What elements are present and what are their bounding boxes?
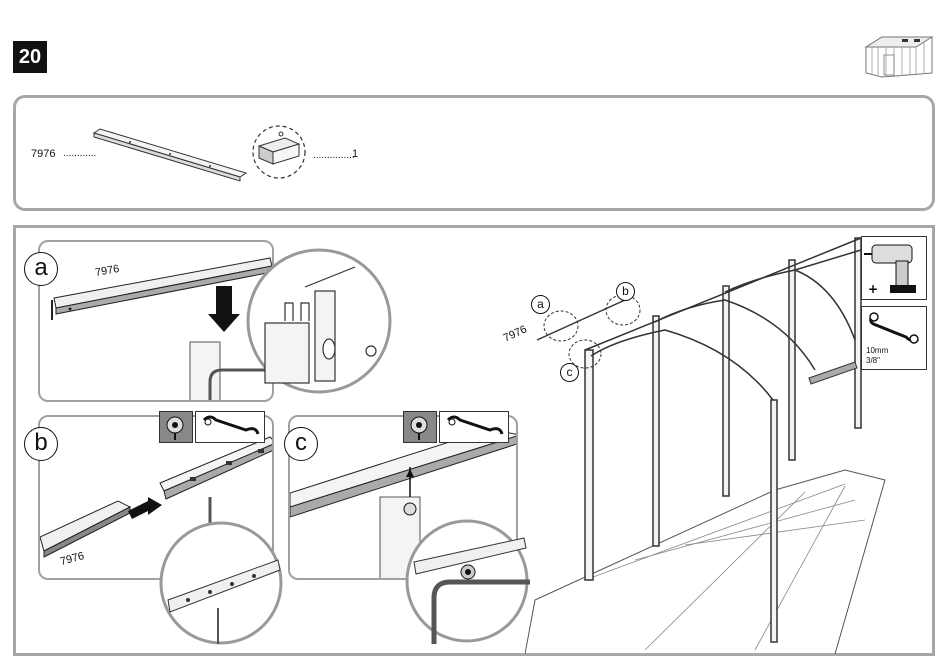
step-marker-c: c (284, 427, 318, 461)
step-marker-b: b (24, 427, 58, 461)
part-quantity: 1 (352, 148, 358, 160)
overview-marker-a: a (531, 295, 550, 314)
wrench-size-metric: 10mm (866, 346, 888, 356)
step-number: 20 (13, 41, 47, 73)
part-code: 7976 (31, 148, 55, 160)
shed-icon (862, 33, 936, 79)
overview-marker-c: c (560, 363, 579, 382)
step-marker-a: a (24, 252, 58, 286)
nut-bolt-icon (159, 411, 193, 443)
wrench-size-imperial: 3/8" (866, 356, 880, 366)
magnified-detail-c (404, 518, 530, 644)
nut-bolt-icon-c (403, 411, 437, 443)
rail-part-image (90, 127, 250, 183)
wrench-small-icon-b (195, 411, 265, 443)
part-leader-right: ............... (313, 150, 355, 161)
overview-marker-b: b (616, 282, 635, 301)
svg-text:+: + (868, 282, 878, 296)
wrench-small-icon-c (439, 411, 509, 443)
magnified-detail-b (158, 520, 284, 646)
magnified-detail-a (245, 247, 393, 395)
drill-icon: + (861, 236, 927, 300)
detail-panel-a (38, 240, 274, 402)
detail-circle-part (251, 124, 307, 180)
